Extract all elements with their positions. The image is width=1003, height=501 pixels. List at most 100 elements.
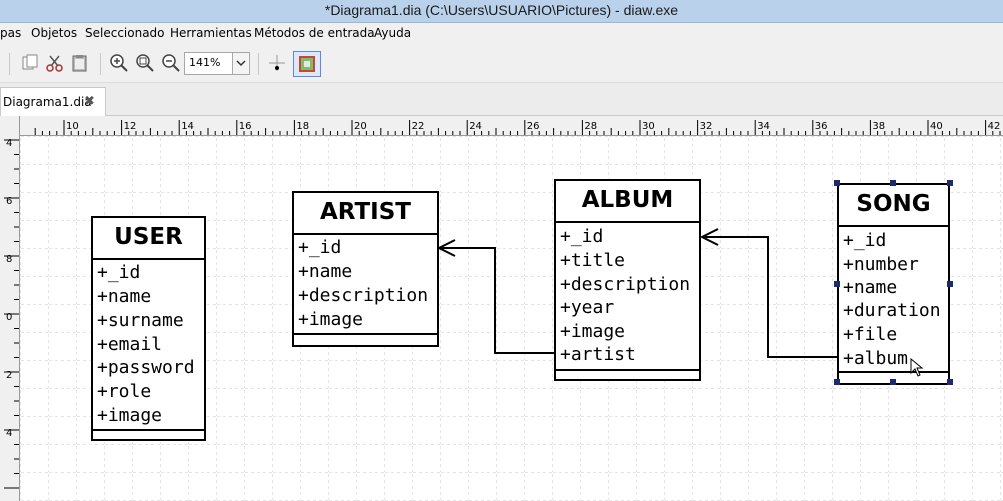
menu-metodos-de-entrada[interactable]: Métodos de entrada	[254, 26, 375, 40]
attr-description: +description	[560, 274, 691, 295]
zoom-fit-icon[interactable]	[135, 53, 155, 73]
resize-handle[interactable]	[947, 281, 953, 287]
association-album-artist	[439, 247, 554, 354]
attr-duration: +duration	[843, 300, 941, 321]
zoom-select[interactable]: 141%	[184, 52, 250, 75]
menu-mapas[interactable]: pas	[0, 26, 22, 40]
class-name: USER	[114, 224, 183, 250]
tab-label: Diagrama1.dia	[3, 95, 92, 109]
class-artist[interactable]: ARTIST +_id +name +description +image	[292, 191, 439, 347]
ruler-label: 26	[527, 121, 540, 132]
window-title: *Diagrama1.dia (C:\Users\USUARIO\Picture…	[324, 2, 679, 18]
zoom-in-icon[interactable]	[109, 53, 129, 73]
attr-id: +_id	[298, 237, 342, 258]
resize-handle[interactable]	[947, 379, 953, 385]
attr-description: +description	[298, 285, 429, 306]
diagram-canvas[interactable]: USER +_id +name +surname +email +passwor…	[20, 136, 1003, 501]
menu-bar: pas Objetos Seleccionado Herramientas Mé…	[0, 23, 1003, 45]
copy-icon[interactable]	[20, 53, 40, 73]
close-icon[interactable]: ✖	[84, 94, 95, 109]
class-name: SONG	[856, 191, 931, 217]
attr-image: +image	[560, 321, 626, 342]
ruler-label: 36	[815, 121, 828, 132]
mouse-cursor-icon	[910, 358, 924, 377]
resize-handle[interactable]	[890, 180, 896, 186]
menu-ayuda[interactable]: Ayuda	[374, 26, 412, 40]
attr-number: +number	[843, 254, 919, 275]
class-user[interactable]: USER +_id +name +surname +email +passwor…	[91, 216, 206, 441]
attr-password: +password	[97, 357, 195, 378]
class-song[interactable]: SONG +_id +number +name +duration +file …	[837, 183, 950, 385]
class-divider	[839, 225, 948, 227]
snap-to-grid-icon[interactable]	[267, 53, 287, 73]
attr-image: +image	[298, 309, 364, 330]
tab-diagrama1[interactable]: Diagrama1.dia ✖	[0, 87, 106, 116]
document-tabs: Diagrama1.dia ✖	[0, 83, 1003, 116]
ruler-label: 32	[700, 121, 713, 132]
ruler-label: 34	[757, 121, 770, 132]
class-divider	[93, 258, 204, 260]
toolbar: 141%	[0, 45, 1003, 83]
toolbar-separator	[9, 53, 10, 75]
toolbar-separator	[100, 53, 101, 75]
ruler-label: 8	[6, 254, 12, 265]
arrowhead-album	[699, 228, 719, 246]
show-grid-icon[interactable]	[293, 51, 321, 77]
class-divider	[93, 429, 204, 431]
ruler-label: 38	[872, 121, 885, 132]
attr-album: +album	[843, 348, 909, 369]
association-song-album	[702, 236, 837, 358]
horizontal-ruler: 10 12 14 16 18 20 22 24 26 28 30 32 34 36 38 40 42	[19, 116, 1003, 136]
window-titlebar[interactable]: *Diagrama1.dia (C:\Users\USUARIO\Picture…	[0, 0, 1003, 23]
chevron-down-icon[interactable]	[232, 53, 249, 74]
ruler-label: 0	[6, 312, 12, 323]
attr-id: +_id	[560, 226, 604, 247]
ruler-label: 14	[181, 121, 194, 132]
ruler-label: 30	[642, 121, 655, 132]
attr-year: +year	[560, 297, 615, 318]
ruler-label: 12	[124, 121, 137, 132]
menu-seleccionado[interactable]: Seleccionado	[85, 26, 165, 40]
ruler-label: 18	[296, 121, 309, 132]
ruler-label: 6	[6, 196, 12, 207]
ruler-label: 22	[412, 121, 425, 132]
ruler-label: 2	[6, 370, 12, 381]
ruler-label: 20	[354, 121, 367, 132]
attr-image: +image	[97, 405, 163, 426]
attr-name: +name	[97, 286, 152, 307]
class-divider	[839, 371, 948, 373]
ruler-label: 28	[584, 121, 597, 132]
arrowhead-artist	[436, 239, 456, 257]
zoom-out-icon[interactable]	[161, 53, 181, 73]
ruler-label: 40	[930, 121, 943, 132]
attr-title: +title	[560, 250, 626, 271]
resize-handle[interactable]	[890, 379, 896, 385]
ruler-label: 24	[469, 121, 482, 132]
attr-role: +role	[97, 381, 152, 402]
class-divider	[556, 369, 699, 371]
class-divider	[294, 233, 437, 235]
ruler-label: 4	[6, 138, 12, 149]
attr-email: +email	[97, 334, 163, 355]
ruler-label: 4	[6, 428, 12, 439]
menu-herramientas[interactable]: Herramientas	[170, 26, 252, 40]
class-divider	[294, 333, 437, 335]
class-divider	[556, 221, 699, 223]
class-name: ARTIST	[320, 199, 411, 225]
paste-icon[interactable]	[70, 53, 90, 73]
ruler-label: 16	[239, 121, 252, 132]
attr-id: +_id	[843, 230, 887, 251]
class-name: ALBUM	[581, 187, 674, 213]
cut-icon[interactable]	[45, 53, 65, 73]
menu-objetos[interactable]: Objetos	[31, 26, 78, 40]
resize-handle[interactable]	[834, 379, 840, 385]
resize-handle[interactable]	[834, 281, 840, 287]
attr-artist: +artist	[560, 344, 636, 365]
attr-name: +name	[298, 261, 353, 282]
resize-handle[interactable]	[834, 180, 840, 186]
vertical-ruler: 4 6 8 0 2 4	[0, 116, 20, 501]
ruler-label: 10	[66, 121, 79, 132]
ruler-label: 42	[988, 121, 1001, 132]
class-album[interactable]: ALBUM +_id +title +description +year +im…	[554, 179, 701, 381]
resize-handle[interactable]	[947, 180, 953, 186]
